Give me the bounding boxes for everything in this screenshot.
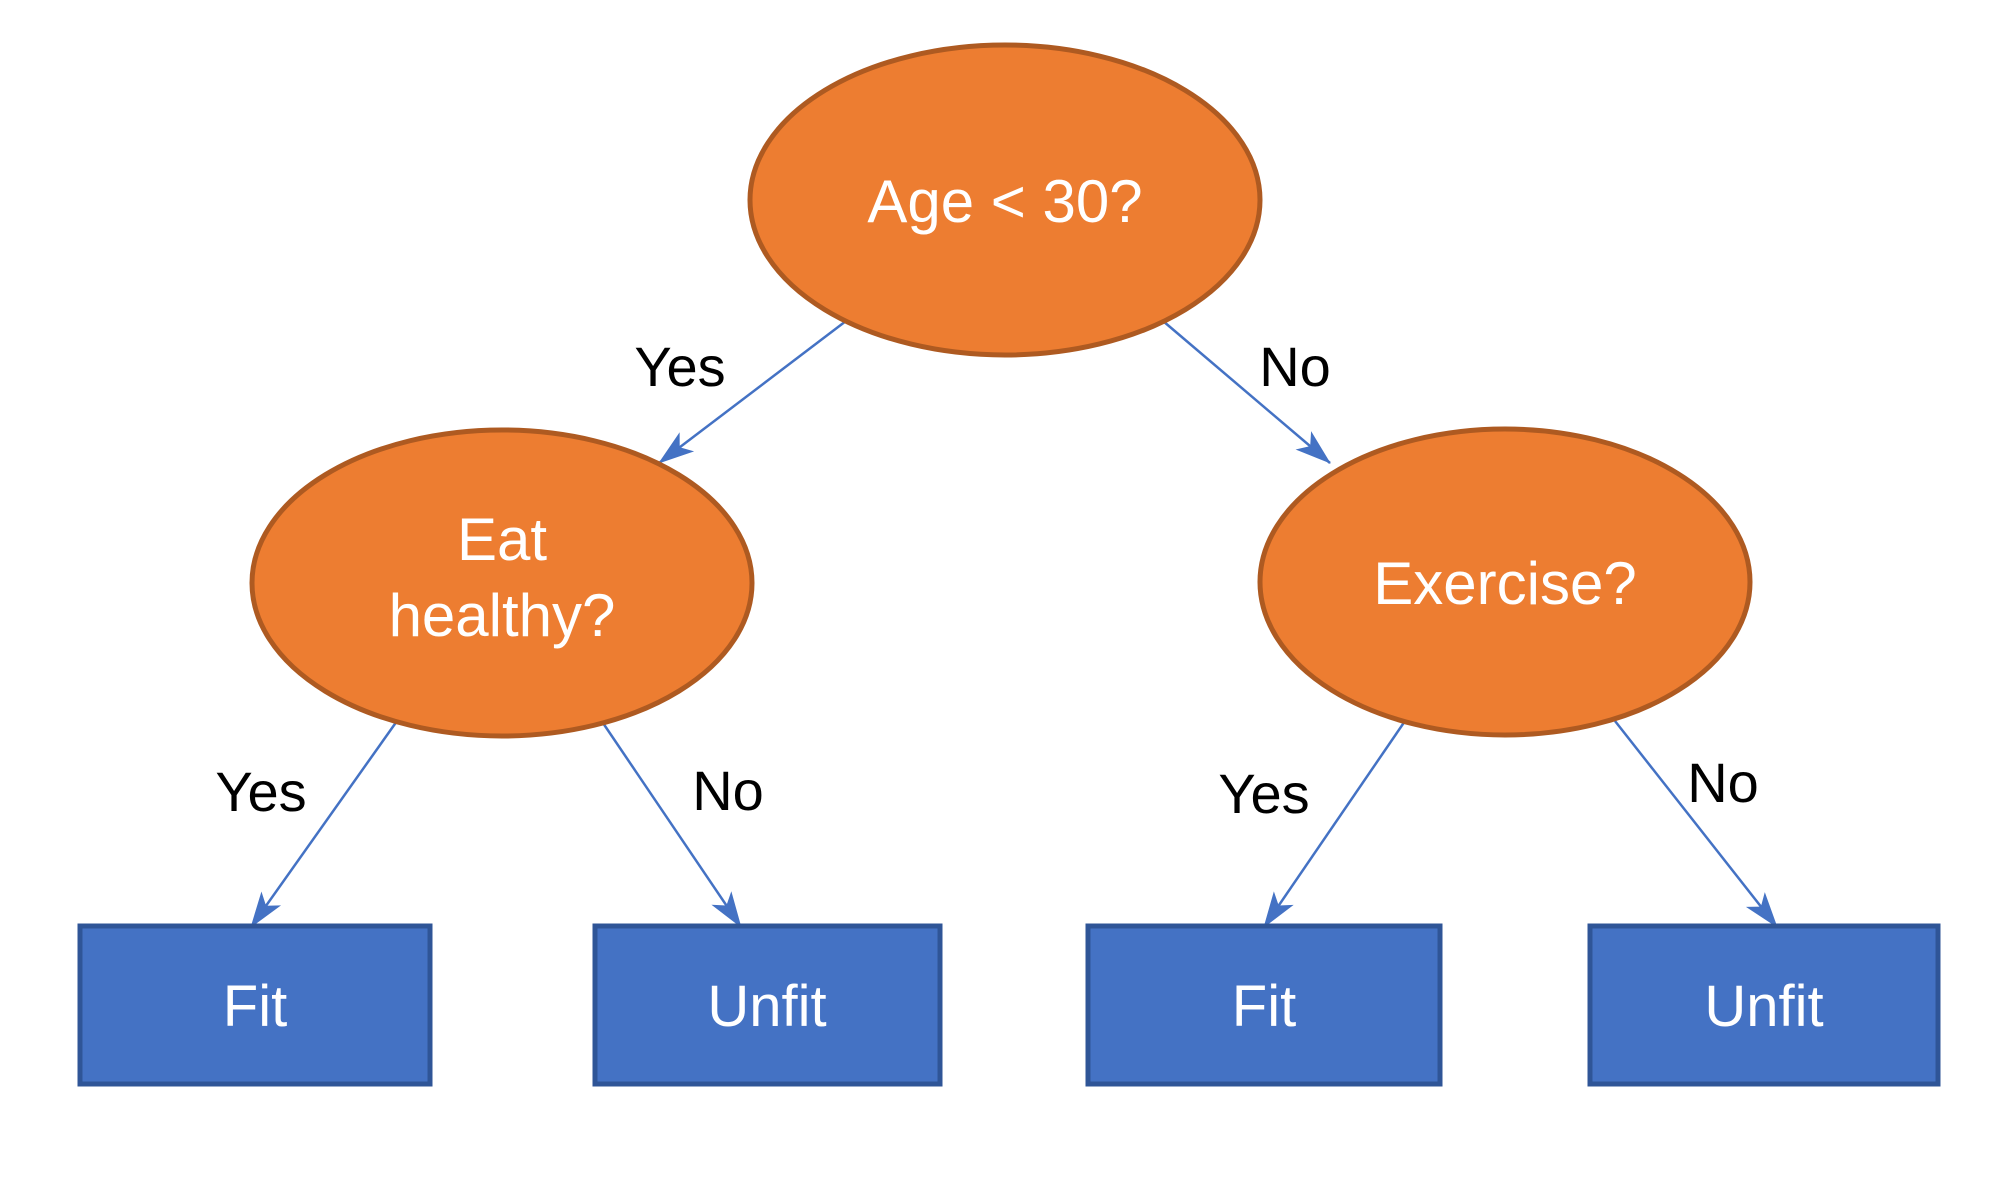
root-node-label: Age < 30?	[867, 168, 1142, 235]
edge-exercise-to-unfit	[1614, 720, 1778, 928]
leaf-fit-left: Fit	[77, 923, 433, 1087]
exercise-node-label: Exercise?	[1373, 550, 1636, 617]
edge-root-to-exercise	[1162, 320, 1331, 464]
eat-healthy-node-label-line1: Eat	[457, 506, 547, 573]
fit-right-rect	[1085, 923, 1443, 1087]
unfit-right-rect	[1587, 923, 1941, 1087]
edge-label-root-no: No	[1259, 335, 1331, 398]
edge-label-eat-healthy-yes: Yes	[215, 760, 306, 823]
edges	[249, 320, 1778, 928]
leaf-unfit-left: Unfit	[592, 923, 943, 1087]
fit-left-label: Fit	[223, 974, 287, 1039]
eat-healthy-node-label-line2: healthy?	[389, 582, 616, 649]
exercise-node-ellipse	[1257, 426, 1753, 738]
edge-root-to-eat-healthy	[658, 320, 847, 464]
node-root: Age < 30?	[747, 42, 1263, 358]
edge-label-eat-healthy-no: No	[692, 759, 764, 822]
unfit-left-rect	[592, 923, 943, 1087]
leaf-unfit-right: Unfit	[1587, 923, 1941, 1087]
fit-left-rect	[77, 923, 433, 1087]
edge-label-root-yes: Yes	[634, 335, 725, 398]
leaf-fit-right: Fit	[1085, 923, 1443, 1087]
node-exercise: Exercise?	[1257, 426, 1753, 738]
edge-label-exercise-no: No	[1687, 751, 1759, 814]
node-eat-healthy: Eat healthy?	[249, 427, 755, 739]
unfit-left-label: Unfit	[707, 974, 826, 1039]
edge-labels: Yes No Yes No Yes No	[215, 335, 1758, 825]
eat-healthy-node-ellipse	[249, 427, 755, 739]
edge-eat-healthy-to-fit	[249, 720, 399, 928]
edge-eat-healthy-to-unfit	[601, 722, 743, 928]
edge-label-exercise-yes: Yes	[1218, 762, 1309, 825]
unfit-right-label: Unfit	[1704, 974, 1823, 1039]
edge-exercise-to-fit	[1262, 720, 1407, 928]
root-node-ellipse	[747, 42, 1263, 358]
fit-right-label: Fit	[1232, 974, 1296, 1039]
